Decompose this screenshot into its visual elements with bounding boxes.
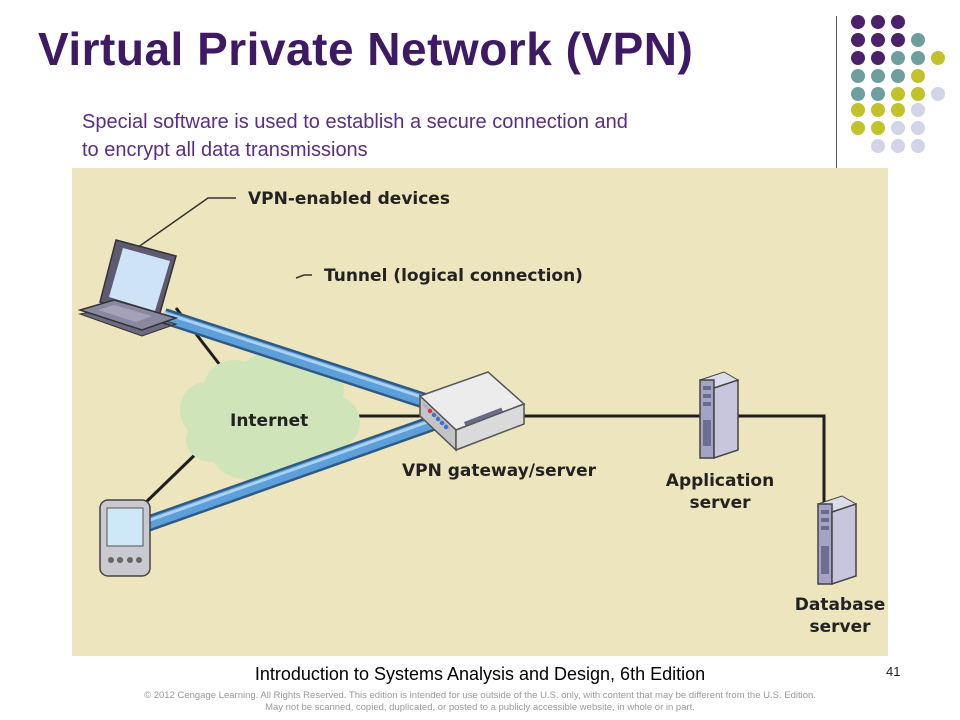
- server-tower-icon: [698, 371, 740, 460]
- dot: [891, 103, 905, 117]
- label-db-server-2: server: [809, 617, 871, 637]
- tunnel-laptop-highlight: [163, 311, 435, 403]
- dot: [851, 33, 865, 47]
- dot: [851, 15, 865, 29]
- gateway-icon: [418, 371, 526, 452]
- cable-pda-internet: [140, 444, 206, 508]
- dot: [891, 87, 905, 101]
- dot: [911, 33, 925, 47]
- dot: [891, 121, 905, 135]
- dot: [871, 87, 885, 101]
- slide-subtitle: Special software is used to establish a …: [82, 108, 772, 164]
- label-internet: Internet: [230, 411, 308, 431]
- dot: [891, 69, 905, 83]
- dot: [891, 139, 905, 153]
- dot: [911, 121, 925, 135]
- decorative-divider: [836, 16, 837, 170]
- page-number: 41: [886, 664, 901, 679]
- label-vpn-devices: VPN-enabled devices: [248, 189, 450, 209]
- dot: [911, 69, 925, 83]
- vpn-diagram: VPN-enabled devices Tunnel (logical conn…: [72, 168, 888, 656]
- label-app-server-1: Application: [666, 471, 774, 491]
- callout-line-tunnel: [295, 274, 312, 279]
- dot: [851, 51, 865, 65]
- dot: [871, 121, 885, 135]
- server-tower-icon: [816, 495, 858, 586]
- tunnel-pda: [134, 416, 438, 534]
- footer-book-title: Introduction to Systems Analysis and Des…: [254, 664, 706, 684]
- dot: [851, 87, 865, 101]
- dot: [911, 51, 925, 65]
- dot: [871, 69, 885, 83]
- tunnel-laptop: [162, 310, 436, 410]
- laptop-icon: [77, 239, 179, 337]
- dot: [931, 51, 945, 65]
- pda-icon: [99, 499, 151, 577]
- slide-title: Virtual Private Network (VPN): [38, 23, 694, 75]
- label-gateway: VPN gateway/server: [402, 461, 597, 481]
- copyright-line-2: May not be scanned, copied, duplicated, …: [265, 702, 695, 713]
- label-app-server-2: server: [689, 493, 751, 513]
- cloud-icon: [180, 352, 360, 480]
- dot: [851, 69, 865, 83]
- dot: [931, 87, 945, 101]
- footer-copyright: © 2012 Cengage Learning. All Rights Rese…: [0, 690, 960, 714]
- dot: [911, 103, 925, 117]
- dot: [871, 33, 885, 47]
- dot: [891, 51, 905, 65]
- dot: [871, 15, 885, 29]
- label-tunnel: Tunnel (logical connection): [324, 266, 583, 286]
- dot: [911, 139, 925, 153]
- dot: [851, 103, 865, 117]
- callout-line-devices: [133, 197, 236, 251]
- copyright-line-1: © 2012 Cengage Learning. All Rights Rese…: [144, 690, 816, 701]
- dot: [871, 51, 885, 65]
- dot: [851, 121, 865, 135]
- subtitle-line-1: Special software is used to establish a …: [82, 111, 628, 133]
- tunnel-pda-highlight: [135, 417, 437, 527]
- dot: [891, 15, 905, 29]
- label-db-server-1: Database: [795, 595, 885, 615]
- callout-lines: [133, 197, 312, 279]
- subtitle-line-2: to encrypt all data transmissions: [82, 139, 368, 161]
- dot: [911, 87, 925, 101]
- cable-app-db: [734, 414, 826, 508]
- dot: [871, 139, 885, 153]
- dot: [891, 33, 905, 47]
- dot: [871, 103, 885, 117]
- tunnel-lines: [133, 308, 439, 536]
